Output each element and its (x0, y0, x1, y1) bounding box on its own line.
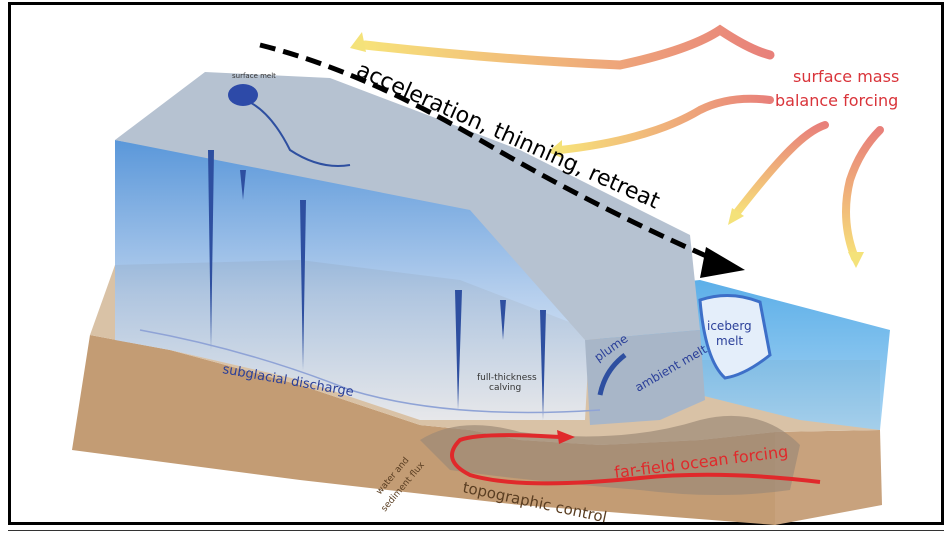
glacier-front (585, 330, 705, 425)
meltwater-channel (244, 99, 351, 167)
smb-arrowhead (848, 252, 864, 268)
ocean-forcing-arrow (450, 433, 821, 486)
plume-arrow (597, 353, 627, 396)
smb-arrowhead (350, 32, 366, 52)
glacier-top (115, 72, 700, 340)
acceleration-arrowhead (700, 247, 745, 278)
iceberg-label-line1: iceberg (707, 319, 752, 333)
smb-arrowhead (548, 140, 562, 158)
ocean-forcing-arrowhead (557, 430, 575, 444)
surface-melt-label: surface melt (232, 72, 276, 80)
divider (8, 530, 944, 531)
acceleration-arrow (259, 42, 721, 265)
surface-melt-pond (228, 84, 258, 106)
smb-label-line2: balance forcing (775, 91, 898, 110)
crevasses (208, 150, 546, 420)
calving-label-line2: calving (489, 383, 521, 393)
subglacial-path (139, 329, 601, 414)
surface-mass-balance-arrows (360, 24, 884, 262)
smb-arrowhead (728, 208, 744, 225)
smb-label-line1: surface mass (793, 67, 899, 86)
iceberg-label-line2: melt (716, 334, 743, 348)
calving-label-line1: full-thickness (477, 373, 537, 383)
bedrock-right (775, 430, 882, 525)
iceberg (698, 294, 772, 380)
